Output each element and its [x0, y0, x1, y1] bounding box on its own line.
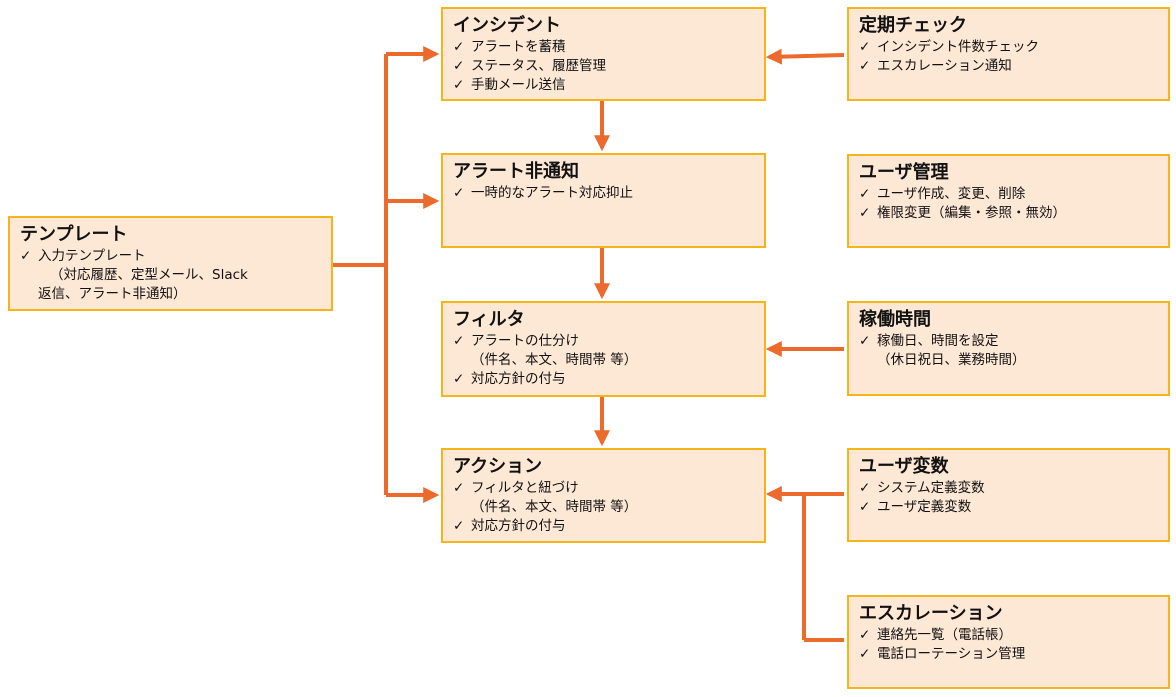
check-icon: ✓ — [453, 333, 465, 349]
check-icon: ✓ — [453, 371, 465, 387]
check-icon: ✓ — [859, 186, 871, 202]
check-icon: ✓ — [859, 205, 871, 221]
vars-item-1: ✓システム定義変数 — [859, 480, 985, 496]
escalation-title: エスカレーション — [859, 603, 1003, 624]
hours-sub: （休日祝日、業務時間） — [877, 352, 1026, 368]
periodic-title: 定期チェック — [859, 15, 967, 36]
check-icon: ✓ — [859, 480, 871, 496]
filter-title: フィルタ — [453, 309, 525, 330]
template-item-1: ✓入力テンプレート — [20, 248, 146, 264]
action-item-1: ✓フィルタと紐づけ — [453, 480, 579, 496]
hours-box: 稼働時間 ✓稼働日、時間を設定 （休日祝日、業務時間） — [847, 301, 1170, 396]
action-title: アクション — [453, 456, 543, 477]
check-icon: ✓ — [453, 58, 465, 74]
check-icon: ✓ — [859, 39, 871, 55]
vars-item-2: ✓ユーザ定義変数 — [859, 499, 972, 515]
hours-item-1: ✓稼働日、時間を設定 — [859, 333, 999, 349]
check-icon: ✓ — [453, 480, 465, 496]
action-sub: （件名、本文、時間帯 等） — [471, 499, 638, 515]
escalation-item-1: ✓連絡先一覧（電話帳） — [859, 627, 1012, 643]
vars-box: ユーザ変数 ✓システム定義変数 ✓ユーザ定義変数 — [847, 448, 1170, 542]
hours-title: 稼働時間 — [859, 309, 931, 330]
periodic-box: 定期チェック ✓インシデント件数チェック ✓エスカレーション通知 — [847, 7, 1170, 101]
vars-title: ユーザ変数 — [859, 456, 949, 477]
suppress-item-1: ✓一時的なアラート対応抑止 — [453, 185, 633, 201]
arrow-periodic-incident — [765, 48, 845, 65]
incident-box: インシデント ✓アラートを蓄積 ✓ステータス、履歴管理 ✓手動メール送信 — [441, 7, 766, 101]
periodic-item-2: ✓エスカレーション通知 — [859, 58, 1012, 74]
users-box: ユーザ管理 ✓ユーザ作成、変更、削除 ✓権限変更（編集・参照・無効） — [847, 154, 1170, 248]
template-sub-1: （対応履歴、定型メール、Slack — [50, 267, 248, 283]
filter-item-1: ✓アラートの仕分け — [453, 333, 579, 349]
check-icon: ✓ — [453, 518, 465, 534]
escalation-item-2: ✓電話ローテーション管理 — [859, 646, 1026, 662]
check-icon: ✓ — [859, 627, 871, 643]
suppress-title: アラート非通知 — [453, 161, 579, 182]
action-box: アクション ✓フィルタと紐づけ （件名、本文、時間帯 等） ✓対応方針の付与 — [441, 448, 766, 543]
incident-item-2: ✓ステータス、履歴管理 — [453, 58, 606, 74]
template-sub-2: 返信、アラート非通知） — [38, 286, 187, 302]
template-box: テンプレート ✓入力テンプレート （対応履歴、定型メール、Slack 返信、アラ… — [8, 216, 333, 311]
check-icon: ✓ — [20, 248, 32, 264]
action-item-2: ✓対応方針の付与 — [453, 518, 566, 534]
filter-sub: （件名、本文、時間帯 等） — [471, 352, 638, 368]
check-icon: ✓ — [859, 499, 871, 515]
check-icon: ✓ — [859, 646, 871, 662]
users-title: ユーザ管理 — [859, 162, 949, 183]
incident-item-1: ✓アラートを蓄積 — [453, 39, 566, 55]
users-item-1: ✓ユーザ作成、変更、削除 — [859, 186, 1026, 202]
filter-box: フィルタ ✓アラートの仕分け （件名、本文、時間帯 等） ✓対応方針の付与 — [441, 301, 766, 397]
check-icon: ✓ — [859, 333, 871, 349]
check-icon: ✓ — [453, 39, 465, 55]
suppress-box: アラート非通知 ✓一時的なアラート対応抑止 — [441, 153, 766, 248]
filter-item-2: ✓対応方針の付与 — [453, 371, 566, 387]
escalation-box: エスカレーション ✓連絡先一覧（電話帳） ✓電話ローテーション管理 — [847, 595, 1170, 689]
template-title: テンプレート — [20, 224, 128, 245]
check-icon: ✓ — [453, 185, 465, 201]
check-icon: ✓ — [453, 77, 465, 93]
users-item-2: ✓権限変更（編集・参照・無効） — [859, 205, 1066, 221]
periodic-item-1: ✓インシデント件数チェック — [859, 39, 1039, 55]
check-icon: ✓ — [859, 58, 871, 74]
incident-item-3: ✓手動メール送信 — [453, 77, 566, 93]
incident-title: インシデント — [453, 15, 561, 36]
